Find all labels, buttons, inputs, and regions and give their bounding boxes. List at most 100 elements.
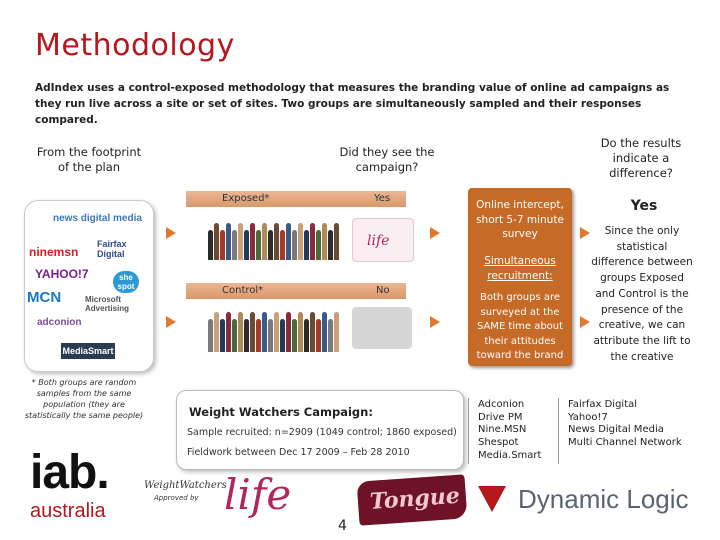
life-ad-thumbnail: life [352,218,414,262]
mcn-logo: MCN [27,289,62,306]
person-figure [286,312,291,352]
adconion-logo: adconion [37,317,82,328]
control-no-bar: Control* No [186,283,406,299]
arrow-right-icon [580,227,590,239]
weightwatchers-life-logo: WeightWatchers Approved by life [140,470,340,528]
iab-logo-top: iab. [30,446,110,499]
arrow-right-icon [166,227,176,239]
person-figure [268,230,273,260]
surveyed-text: Both groups are surveyed at the SAME tim… [476,292,564,361]
person-figure [274,223,279,260]
campaign-fieldwork: Fieldwork between Dec 17 2009 – Feb 28 2… [187,447,410,458]
fairfax-digital-logo: Fairfax Digital [97,239,127,259]
iab-logo: iab. australia [30,448,130,528]
footprint-header: From the footprint of the plan [36,145,142,174]
no-label: No [376,285,390,296]
iab-logo-bottom: australia [30,500,106,522]
person-figure [232,319,237,352]
method-box: Online intercept, short 5-7 minute surve… [468,188,572,366]
site-item: Nine.MSN [478,424,527,436]
person-figure [208,230,213,260]
sites-list-2: Fairfax Digital Yahoo!7 News Digital Med… [568,399,682,450]
see-campaign-header: Did they see the campaign? [339,145,435,174]
person-figure [214,223,219,260]
person-figure [256,319,261,352]
ninemsn-logo: ninemsn [29,245,79,259]
arrow-right-icon [430,316,440,328]
yahoo7-logo: YAHOO!7 [35,267,89,281]
person-figure [262,312,267,352]
site-item: Multi Channel Network [568,437,682,449]
person-figure [292,319,297,352]
result-explanation: Since the only statistical difference be… [591,225,693,363]
campaign-box: Weight Watchers Campaign: Sample recruit… [176,390,464,470]
person-figure [220,319,225,352]
blank-ad-thumbnail [352,307,412,349]
person-figure [322,312,327,352]
control-crowd-image [208,306,340,352]
dynamic-logic-logo: Dynamic Logic [478,482,708,522]
checkmark-icon [478,486,506,512]
campaign-sample: Sample recruited: n=2909 (1049 control; … [187,427,457,438]
person-figure [316,230,321,260]
person-figure [226,223,231,260]
exposed-crowd-image [208,214,340,260]
person-figure [322,223,327,260]
news-digital-logo: news digital media [53,213,142,224]
ww-approved: Approved by [154,494,199,502]
person-figure [268,319,273,352]
page-number: 4 [338,518,347,534]
ww-text: WeightWatchers [144,480,227,491]
site-item: Adconion [478,399,525,410]
person-figure [226,312,231,352]
person-figure [280,230,285,260]
person-figure [262,223,267,260]
sites-list-1: Adconion Drive PM Nine.MSN Shespot Media… [478,399,541,463]
person-figure [208,319,213,352]
tongue-logo: Tongue [356,474,468,526]
person-figure [238,223,243,260]
life-logo: life [367,233,390,249]
site-item: Yahoo!7 [568,411,608,423]
microsoft-advertising-logo: Microsoft Advertising [85,295,130,313]
tongue-text: Tongue [369,482,461,515]
person-figure [310,223,315,260]
person-figure [232,230,237,260]
person-figure [250,223,255,260]
dynamic-logic-text: Dynamic Logic [518,484,689,514]
yes-label: Yes [374,193,391,204]
person-figure [328,319,333,352]
exposed-label: Exposed* [222,193,270,204]
person-figure [298,223,303,260]
person-figure [238,312,243,352]
person-figure [334,312,339,352]
recruitment-text: Simultaneous recruitment: [484,255,556,282]
plan-logos-panel: news digital media ninemsn Fairfax Digit… [24,200,154,372]
intro-text: AdIndex uses a control-exposed methodolo… [35,82,670,126]
control-label: Control* [222,285,264,296]
person-figure [304,319,309,352]
person-figure [274,312,279,352]
person-figure [316,319,321,352]
divider [558,398,559,464]
arrow-right-icon [166,316,176,328]
arrow-right-icon [580,316,590,328]
person-figure [244,230,249,260]
result-answer: Yes [630,198,658,214]
person-figure [328,230,333,260]
intercept-text: Online intercept, short 5-7 minute surve… [476,199,564,240]
person-figure [310,312,315,352]
arrow-right-icon [430,227,440,239]
person-figure [256,230,261,260]
ww-life: life [224,470,292,519]
mediasmart-logo: MediaSmart [61,343,115,359]
site-item: Shespot [478,437,519,449]
person-figure [214,312,219,352]
site-item: Drive PM [478,411,523,423]
divider [468,398,469,464]
site-item: News Digital Media [568,424,664,436]
site-item: Media.Smart [478,449,542,461]
person-figure [250,312,255,352]
person-figure [298,312,303,352]
shespot-logo: she spot [113,271,139,293]
